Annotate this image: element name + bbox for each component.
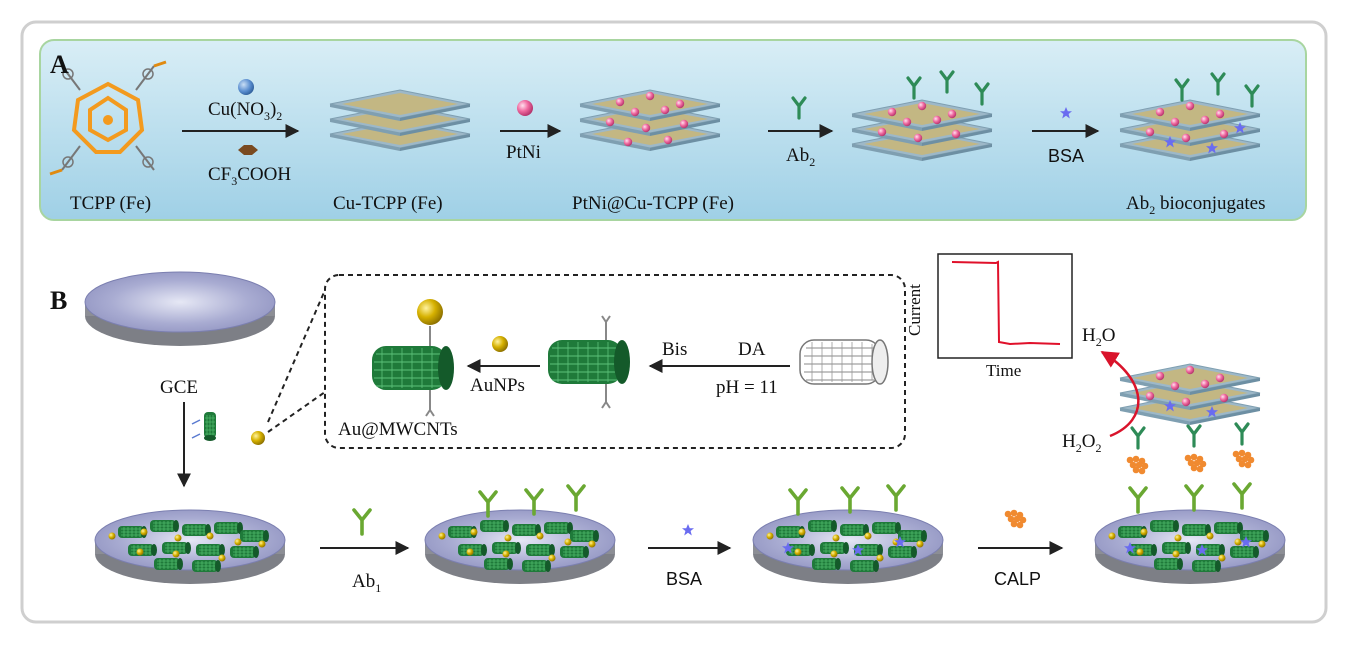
reagent-ptni: PtNi: [506, 142, 541, 163]
gold-nanoparticle-icon: [251, 431, 265, 445]
signal-plot: [937, 253, 1073, 359]
plot-frame: [937, 253, 1073, 359]
panel-a-label: A: [50, 50, 69, 79]
au-mwcnts-label: Au@MWCNTs: [338, 419, 458, 440]
reagent-bsa: BSA: [1048, 146, 1085, 166]
reagent-ab2: Ab2: [786, 145, 816, 169]
current-trace: [951, 260, 1061, 346]
inset-connector-upper: [267, 289, 326, 423]
species-cu-tcpp-fe: Cu-TCPP (Fe): [333, 193, 443, 214]
inset-box: [324, 274, 906, 449]
gce-electrode: [84, 271, 276, 347]
da-label: DA: [738, 339, 766, 360]
aunps-label: AuNPs: [470, 375, 525, 396]
tcpp-fe-molecule: [49, 60, 167, 176]
step-bsa-label: BSA: [666, 569, 703, 589]
linker-icon: [191, 419, 201, 439]
aunps-icon: [492, 336, 508, 352]
reagent-tfa: CF3COOH: [208, 164, 292, 188]
au-mwcnts-product: [372, 299, 454, 417]
catalytic-reaction-arrow: [1100, 350, 1140, 438]
panel-b-label: B: [50, 286, 68, 315]
electrode-step-1: [94, 509, 286, 585]
functionalized-mwcnt: [548, 315, 630, 409]
step-ab1-label: Ab1: [352, 571, 382, 595]
substrate-h2o2-label: H2O2: [1062, 431, 1102, 455]
tfa-icon: [238, 145, 258, 155]
bare-mwcnt: [799, 339, 889, 385]
ptni-icon: [517, 100, 533, 116]
au-mwcnt-small-icon: [203, 411, 217, 442]
bis-label: Bis: [662, 339, 688, 360]
product-h2o-label: H2O: [1082, 325, 1116, 349]
species-tcpp-fe: TCPP (Fe): [70, 193, 152, 214]
ph-label: pH = 11: [716, 377, 778, 398]
species-ab2-bioconjugates: Ab2 bioconjugates: [1126, 193, 1266, 217]
plot-xlabel: Time: [986, 361, 1022, 380]
step-calp-label: CALP: [994, 569, 1042, 589]
plot-ylabel: Current: [905, 284, 924, 336]
cu-ion-icon: [238, 79, 254, 95]
species-ptni-cu-tcpp-fe: PtNi@Cu-TCPP (Fe): [572, 193, 734, 214]
gce-label: GCE: [160, 377, 198, 398]
reagent-cu-nitrate: Cu(NO3)2: [208, 99, 283, 123]
inset-connector-lower: [267, 391, 326, 433]
